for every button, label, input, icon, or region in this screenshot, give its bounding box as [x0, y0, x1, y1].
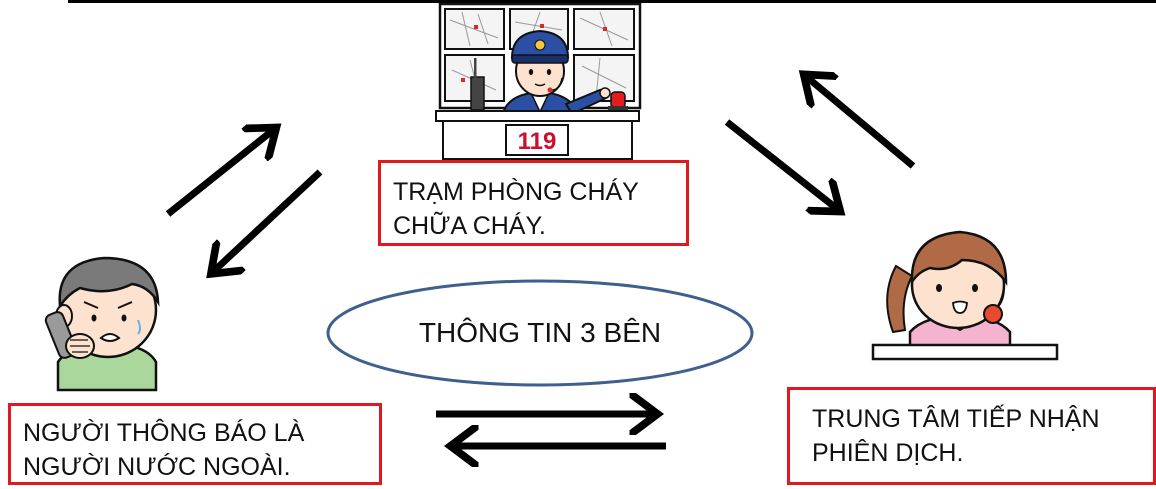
arrow-station-to-caller: [215, 169, 323, 270]
center-ellipse: [326, 279, 754, 387]
caller-label-line1: NGƯỜI THÔNG BÁO LÀ: [23, 419, 305, 447]
arrows: [165, 78, 916, 446]
interpreter-label-line2: PHIÊN DỊCH.: [812, 439, 964, 467]
worried-caller-icon: [44, 256, 160, 392]
interpreter-label-line1: TRUNG TÂM TIẾP NHẬN: [812, 405, 1100, 433]
interpreter-label-box: TRUNG TÂM TIẾP NHẬN PHIÊN DỊCH.: [787, 387, 1156, 485]
arrow-caller-to-station: [165, 131, 272, 217]
fire-station-operator-icon: 119: [435, 2, 642, 160]
fire-station-label-line1: TRẠM PHÒNG CHÁY: [393, 178, 639, 206]
fire-station-label-box: TRẠM PHÒNG CHÁY CHỮA CHÁY.: [378, 160, 689, 246]
interpreter-operator-icon: [871, 230, 1059, 361]
arrow-interpreter-to-station: [808, 78, 916, 169]
caller-label-box: NGƯỜI THÔNG BÁO LÀ NGƯỜI NƯỚC NGOÀI.: [8, 403, 382, 485]
top-rule: [68, 0, 1156, 3]
desk-number: 119: [518, 128, 557, 155]
fire-station-label-line2: CHỮA CHÁY.: [393, 212, 546, 240]
center-label: THÔNG TIN 3 BÊN: [418, 317, 662, 348]
caller-label-line2: NGƯỜI NƯỚC NGOÀI.: [23, 453, 291, 481]
arrow-station-to-interpreter: [724, 119, 836, 208]
